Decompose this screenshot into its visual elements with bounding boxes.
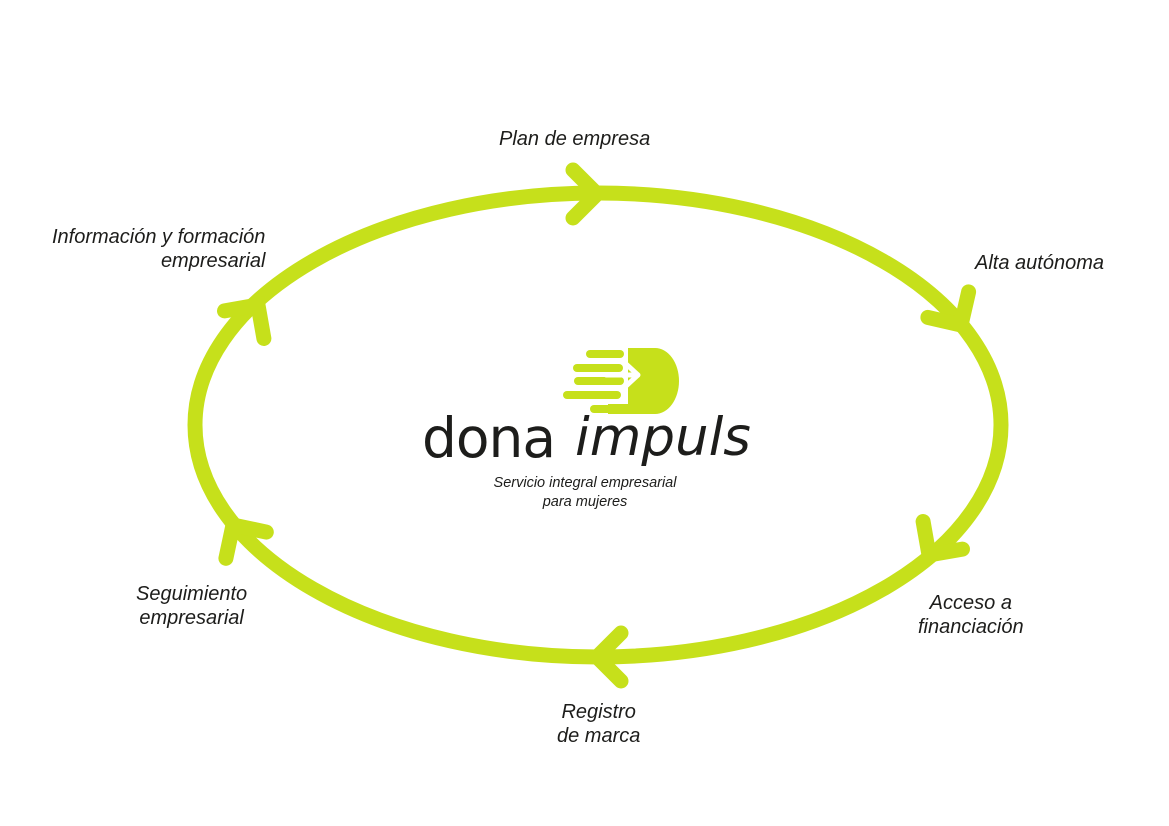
step-label-line: empresarial	[139, 607, 244, 629]
logo-tagline-line-1: Servicio integral empresarial	[493, 475, 677, 491]
logo-speed-line	[563, 391, 621, 399]
logo-speed-line	[573, 364, 623, 372]
step-label-line: Acceso a	[929, 592, 1012, 614]
step-label-line: Plan de empresa	[499, 128, 651, 150]
step-label-line: de marca	[557, 725, 641, 747]
arrow-to-acceso-financiacion-icon	[920, 284, 977, 334]
logo-tagline-line-2: para mujeres	[542, 494, 628, 510]
step-label-line: Seguimiento	[136, 583, 248, 605]
logo-speed-line	[590, 405, 620, 413]
logo-speed-line	[574, 377, 624, 385]
step-label-informacion-formacion: Información y formación empresarial	[52, 225, 265, 273]
arrow-to-alta-autonoma-icon	[565, 162, 608, 226]
logo-speed-line	[586, 350, 624, 358]
logo-d-shape	[608, 348, 679, 414]
step-label-registro-marca: Registro de marca	[557, 700, 640, 748]
logo-word-impuls: impuls	[575, 407, 751, 468]
arrow-to-registro-marca-icon	[915, 514, 970, 564]
logo-word-dona: dona	[422, 406, 556, 470]
arrow-to-informacion-icon	[218, 516, 274, 566]
arrow-to-plan-empresa-icon	[217, 296, 272, 346]
logo-inner-arrow	[603, 361, 641, 389]
step-label-line: Información y formación	[52, 226, 266, 248]
step-label-plan-de-empresa: Plan de empresa	[499, 127, 650, 151]
step-label-alta-autonoma: Alta autónoma	[975, 251, 1104, 275]
step-label-line: Registro	[561, 701, 636, 723]
logo-mark-icon	[563, 348, 679, 414]
step-label-line: Alta autónoma	[975, 252, 1104, 274]
arrow-to-seguimiento-icon	[586, 625, 629, 689]
step-label-acceso-financiacion: Acceso a financiación	[918, 591, 1024, 639]
step-label-line: empresarial	[160, 250, 266, 272]
step-label-line: financiación	[918, 616, 1024, 638]
step-label-seguimiento-empresarial: Seguimiento empresarial	[136, 582, 247, 630]
